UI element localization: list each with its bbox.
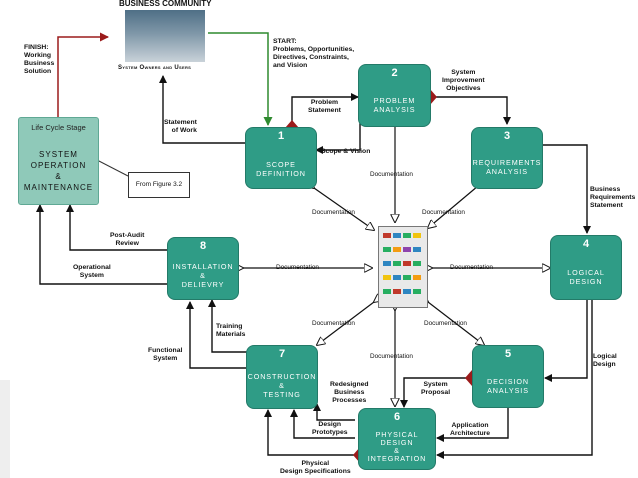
phase-7-construction-testing[interactable]: 7 CONSTRUCTION & TESTING <box>247 346 317 408</box>
phase-1-scope-definition[interactable]: 1 SCOPE DEFINITION <box>246 128 316 188</box>
phase-2-number: 2 <box>391 67 398 79</box>
arrow-training-materials <box>208 299 248 353</box>
phase-3-requirements-analysis[interactable]: 3 REQUIREMENTS ANALYSIS <box>472 128 542 188</box>
start-label: START: Problems, Opportunities, Directiv… <box>273 38 355 69</box>
phase-8-name: INSTALLATION & DELIEVRY <box>172 262 234 289</box>
phase-3-number: 3 <box>503 130 511 142</box>
phase-2-problem-analysis[interactable]: 2 PROBLEM ANALYSIS <box>359 65 430 126</box>
phase-2-name: PROBLEM ANALYSIS <box>373 96 416 114</box>
documentation-label-lower-right: Documentation <box>424 320 467 327</box>
label-problem-statement: Problem Statement <box>308 99 341 114</box>
phase-4-number: 4 <box>582 238 590 250</box>
label-redesigned-processes: Redesigned Business Processes <box>330 381 369 404</box>
label-operational-system: Operational System <box>73 264 111 279</box>
finish-arrow <box>57 32 109 118</box>
arrow-scope-vision <box>315 112 361 154</box>
arrow-logical-design-to-6 <box>436 300 593 459</box>
label-functional-system: Functional System <box>148 347 183 362</box>
documentation-label-upper-right: Documentation <box>422 209 465 216</box>
lifecycle-stage-name: SYSTEM OPERATION & MAINTENANCE <box>23 150 94 192</box>
arrow-operational-system <box>36 204 167 285</box>
documentation-label-bottom: Documentation <box>370 353 413 360</box>
arrow-system-proposal <box>400 377 472 408</box>
phase-1-name: SCOPE DEFINITION <box>256 160 306 178</box>
phase-8-number: 8 <box>199 240 207 252</box>
arrow-problem-statement <box>291 93 359 128</box>
finish-label: FINISH: Working Business Solution <box>24 44 55 75</box>
documentation-label-top: Documentation <box>370 171 413 178</box>
arrow-statement-of-work <box>159 75 245 144</box>
arrow-design-prototypes <box>290 409 355 439</box>
documentation-label-upper-left: Documentation <box>312 209 355 216</box>
label-application-architecture: Application Architecture <box>450 422 491 437</box>
arrow-post-audit <box>66 204 167 251</box>
phase-6-name: PHYSICAL DESIGN & INTEGRATION <box>367 430 427 463</box>
documentation-label-left: Documentation <box>276 264 319 271</box>
phase-6-physical-design[interactable]: 6 PHYSICAL DESIGN & INTEGRATION <box>359 409 435 469</box>
documentation-label-right: Documentation <box>450 264 493 271</box>
phase-5-number: 5 <box>504 348 512 360</box>
label-system-proposal: System Proposal <box>421 381 451 396</box>
phase-1-number: 1 <box>277 130 285 142</box>
phase-4-logical-design[interactable]: 4 LOGICAL DESIGN <box>551 236 621 299</box>
phase-6-number: 6 <box>393 411 401 423</box>
arrow-redesigned-processes <box>313 403 355 421</box>
phase-7-name: CONSTRUCTION & TESTING <box>247 372 317 399</box>
figure-note: From Figure 3.2 <box>128 172 190 198</box>
lifecycle-stage-heading: Life Cycle Stage <box>31 123 86 132</box>
start-arrow <box>208 32 273 126</box>
label-business-requirements: Business Requirements Statement <box>590 186 636 209</box>
arrow-physical-specs <box>264 409 360 456</box>
phase-4-name: LOGICAL DESIGN <box>567 268 605 286</box>
label-statement-of-work: Statement of Work <box>164 119 197 134</box>
label-training-materials: Training Materials <box>216 323 246 338</box>
phase-5-decision-analysis[interactable]: 5 DECISION ANALYSIS <box>473 346 543 407</box>
label-improvement-objectives: System Improvement Objectives <box>442 69 485 92</box>
note-connector <box>96 159 129 177</box>
label-logical-design: Logical Design <box>593 353 617 368</box>
label-scope-vision: Scope & Vision <box>321 148 371 155</box>
left-edge-strip <box>0 380 10 478</box>
phase-8-installation-delivery[interactable]: 8 INSTALLATION & DELIEVRY <box>168 238 238 299</box>
phase-7-number: 7 <box>278 348 286 360</box>
label-physical-specs: Physical Design Specifications <box>280 460 351 475</box>
documentation-links <box>243 124 550 406</box>
lifecycle-stage-box[interactable]: Life Cycle Stage SYSTEM OPERATION & MAIN… <box>18 117 99 205</box>
documentation-label-lower-left: Documentation <box>312 320 355 327</box>
arrow-improvement-objectives <box>430 96 511 125</box>
arrow-business-requirements <box>542 144 591 234</box>
repository-hub-icon <box>378 226 428 308</box>
phase-3-name: REQUIREMENTS ANALYSIS <box>472 158 542 176</box>
phase-5-name: DECISION ANALYSIS <box>487 377 529 395</box>
arrow-functional-system <box>186 301 248 369</box>
arrow-logical-design-to-5 <box>544 300 588 382</box>
system-owners-caption: System Owners and Users <box>118 65 192 71</box>
business-community-title: BUSINESS COMMUNITY <box>119 0 212 8</box>
label-design-prototypes: Design Prototypes <box>312 421 348 436</box>
label-post-audit: Post-Audit Review <box>110 232 145 247</box>
arrow-application-architecture <box>436 408 509 442</box>
business-community-photo <box>125 10 205 62</box>
